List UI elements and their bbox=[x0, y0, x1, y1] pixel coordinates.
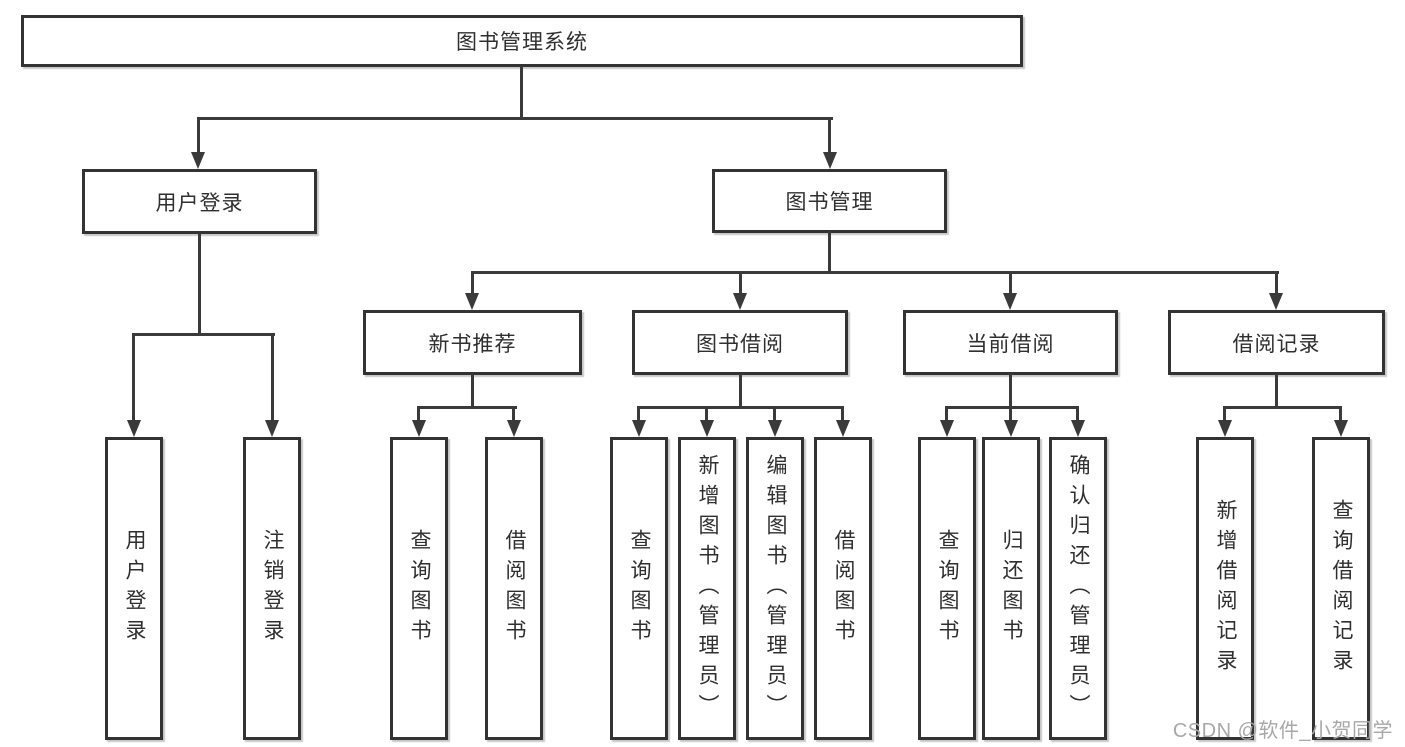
leaf-return-books: 归还图书 bbox=[982, 437, 1040, 740]
arrowhead-down-icon bbox=[465, 293, 479, 310]
connector-line bbox=[198, 234, 201, 336]
arrowhead-down-icon bbox=[1071, 420, 1085, 437]
leaf-confirm-return-admin: 确认归还（管理员） bbox=[1049, 437, 1107, 740]
arrowhead-down-icon bbox=[265, 420, 279, 437]
connector-line bbox=[471, 374, 474, 408]
arrowhead-down-icon bbox=[768, 420, 782, 437]
connector-line bbox=[471, 271, 1279, 274]
node-label: 借阅图书 bbox=[832, 528, 855, 649]
arrowhead-down-icon bbox=[1004, 420, 1018, 437]
arrowhead-down-icon bbox=[127, 420, 141, 437]
connector-line bbox=[1009, 374, 1012, 408]
connector-line bbox=[945, 406, 1079, 409]
leaf-add-borrow-record: 新增借阅记录 bbox=[1196, 437, 1254, 740]
node-borrow-record: 借阅记录 bbox=[1168, 310, 1385, 375]
node-label: 新增借阅记录 bbox=[1214, 498, 1237, 679]
csdn-watermark: CSDN @软件_小贺同学 bbox=[1172, 720, 1393, 742]
connector-line bbox=[1076, 406, 1079, 421]
node-label: 图书借阅 bbox=[696, 332, 784, 356]
arrowhead-down-icon bbox=[823, 152, 837, 169]
node-label: 借阅图书 bbox=[503, 528, 526, 649]
connector-line bbox=[1275, 374, 1278, 408]
connector-line bbox=[1223, 406, 1226, 421]
connector-line bbox=[637, 406, 640, 421]
node-label: 注销登录 bbox=[261, 528, 284, 649]
arrowhead-down-icon bbox=[632, 420, 646, 437]
node-label: 图书管理 bbox=[785, 191, 874, 214]
arrowhead-down-icon bbox=[191, 152, 205, 169]
node-label: 编辑图书（管理员） bbox=[764, 453, 787, 724]
leaf-logout: 注销登录 bbox=[243, 437, 301, 740]
leaf-user-login: 用户登录 bbox=[105, 437, 163, 740]
connector-line bbox=[739, 271, 742, 294]
node-label: 图书管理系统 bbox=[456, 31, 588, 54]
node-label: 查询图书 bbox=[628, 528, 651, 649]
node-book-borrow: 图书借阅 bbox=[632, 310, 848, 375]
leaf-query-borrow-record: 查询借阅记录 bbox=[1312, 437, 1370, 740]
connector-line bbox=[197, 117, 200, 154]
node-user-login: 用户登录 bbox=[82, 169, 317, 234]
leaf-query-books-recommend: 查询图书 bbox=[390, 437, 448, 740]
arrowhead-down-icon bbox=[1218, 420, 1232, 437]
connector-line bbox=[132, 333, 135, 421]
connector-line bbox=[417, 406, 420, 421]
arrowhead-down-icon bbox=[412, 420, 426, 437]
node-label: 新书推荐 bbox=[428, 332, 517, 356]
connector-line bbox=[1223, 406, 1342, 409]
connector-line bbox=[512, 406, 515, 421]
node-root-library-system: 图书管理系统 bbox=[21, 15, 1023, 67]
connector-line bbox=[841, 406, 844, 421]
connector-line bbox=[1009, 271, 1012, 294]
connector-line bbox=[1339, 406, 1342, 421]
arrowhead-down-icon bbox=[836, 420, 850, 437]
connector-line bbox=[828, 231, 831, 274]
node-label: 确认归还（管理员） bbox=[1067, 453, 1090, 724]
node-label: 当前借阅 bbox=[966, 332, 1055, 356]
arrowhead-down-icon bbox=[507, 420, 521, 437]
arrowhead-down-icon bbox=[1334, 420, 1348, 437]
node-book-management: 图书管理 bbox=[712, 169, 947, 233]
connector-line bbox=[132, 333, 275, 336]
node-new-book-recommend: 新书推荐 bbox=[363, 310, 582, 375]
node-label: 归还图书 bbox=[1000, 528, 1023, 649]
node-label: 借阅记录 bbox=[1232, 332, 1321, 356]
connector-line bbox=[520, 66, 523, 119]
node-label: 新增图书（管理员） bbox=[696, 453, 719, 724]
arrowhead-down-icon bbox=[940, 420, 954, 437]
node-label: 查询图书 bbox=[936, 528, 959, 649]
arrowhead-down-icon bbox=[733, 293, 747, 310]
connector-line bbox=[828, 117, 831, 154]
leaf-add-books-admin: 新增图书（管理员） bbox=[678, 437, 736, 740]
connector-line bbox=[637, 406, 844, 409]
leaf-borrow-books: 借阅图书 bbox=[814, 437, 872, 740]
connector-line bbox=[705, 406, 708, 421]
node-label: 查询图书 bbox=[408, 528, 431, 649]
connector-line bbox=[739, 374, 742, 408]
node-label: 用户登录 bbox=[155, 191, 244, 215]
connector-line bbox=[271, 333, 274, 421]
connector-line bbox=[1275, 271, 1278, 294]
leaf-borrow-books-recommend: 借阅图书 bbox=[485, 437, 543, 740]
leaf-edit-books-admin: 编辑图书（管理员） bbox=[746, 437, 804, 740]
node-label: 查询借阅记录 bbox=[1330, 498, 1353, 679]
connector-line bbox=[471, 271, 474, 294]
connector-line bbox=[417, 406, 517, 409]
node-label: 用户登录 bbox=[123, 528, 146, 649]
leaf-query-books-current: 查询图书 bbox=[918, 437, 976, 740]
connector-line bbox=[773, 406, 776, 421]
leaf-query-books-borrow: 查询图书 bbox=[610, 437, 668, 740]
arrowhead-down-icon bbox=[1003, 293, 1017, 310]
connector-line bbox=[945, 406, 948, 421]
arrowhead-down-icon bbox=[700, 420, 714, 437]
connector-line bbox=[1009, 406, 1012, 421]
connector-line bbox=[197, 117, 833, 120]
arrowhead-down-icon bbox=[1269, 293, 1283, 310]
node-current-borrow: 当前借阅 bbox=[903, 310, 1118, 375]
